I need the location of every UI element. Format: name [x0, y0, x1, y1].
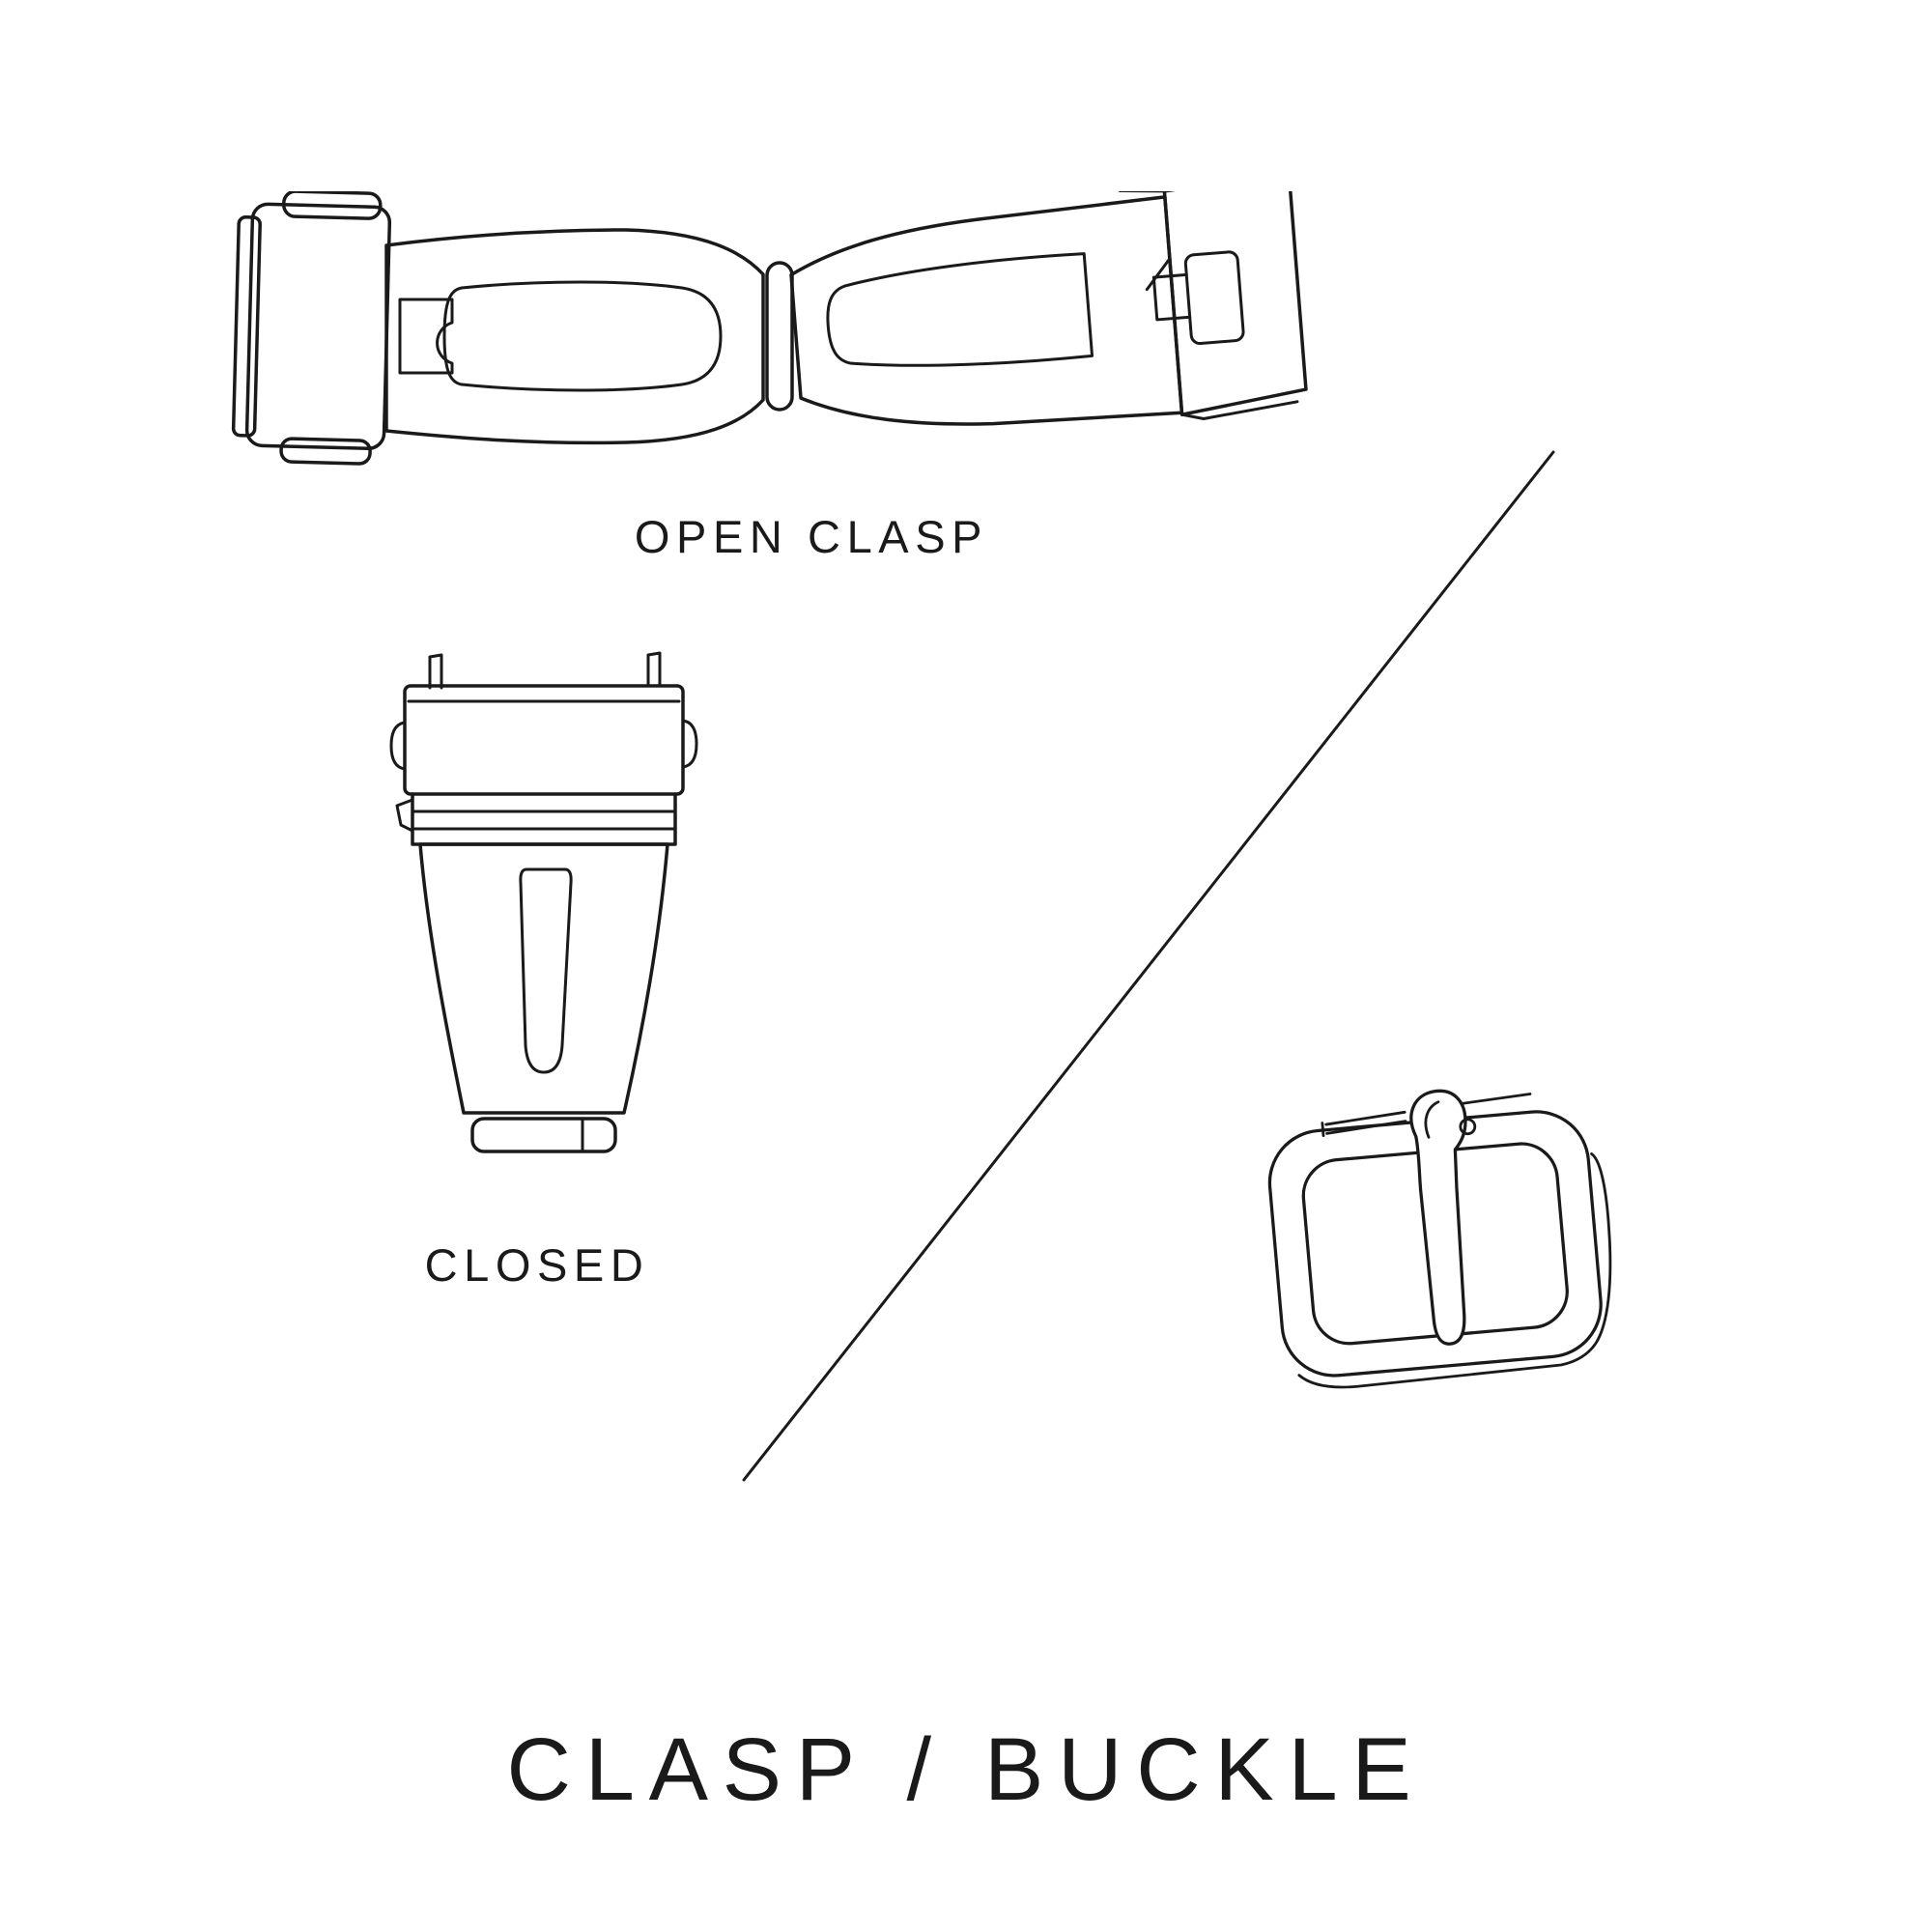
diagonal-divider-line [742, 450, 1555, 1482]
closed-clasp-label: CLOSED [424, 1239, 650, 1291]
diagram-title: CLASP / BUCKLE [506, 1720, 1426, 1819]
open-clasp-illustration [231, 191, 1308, 466]
tang-buckle-illustration [1267, 1089, 1612, 1389]
closed-clasp-illustration [389, 651, 698, 1153]
open-clasp-label: OPEN CLASP [634, 511, 989, 562]
